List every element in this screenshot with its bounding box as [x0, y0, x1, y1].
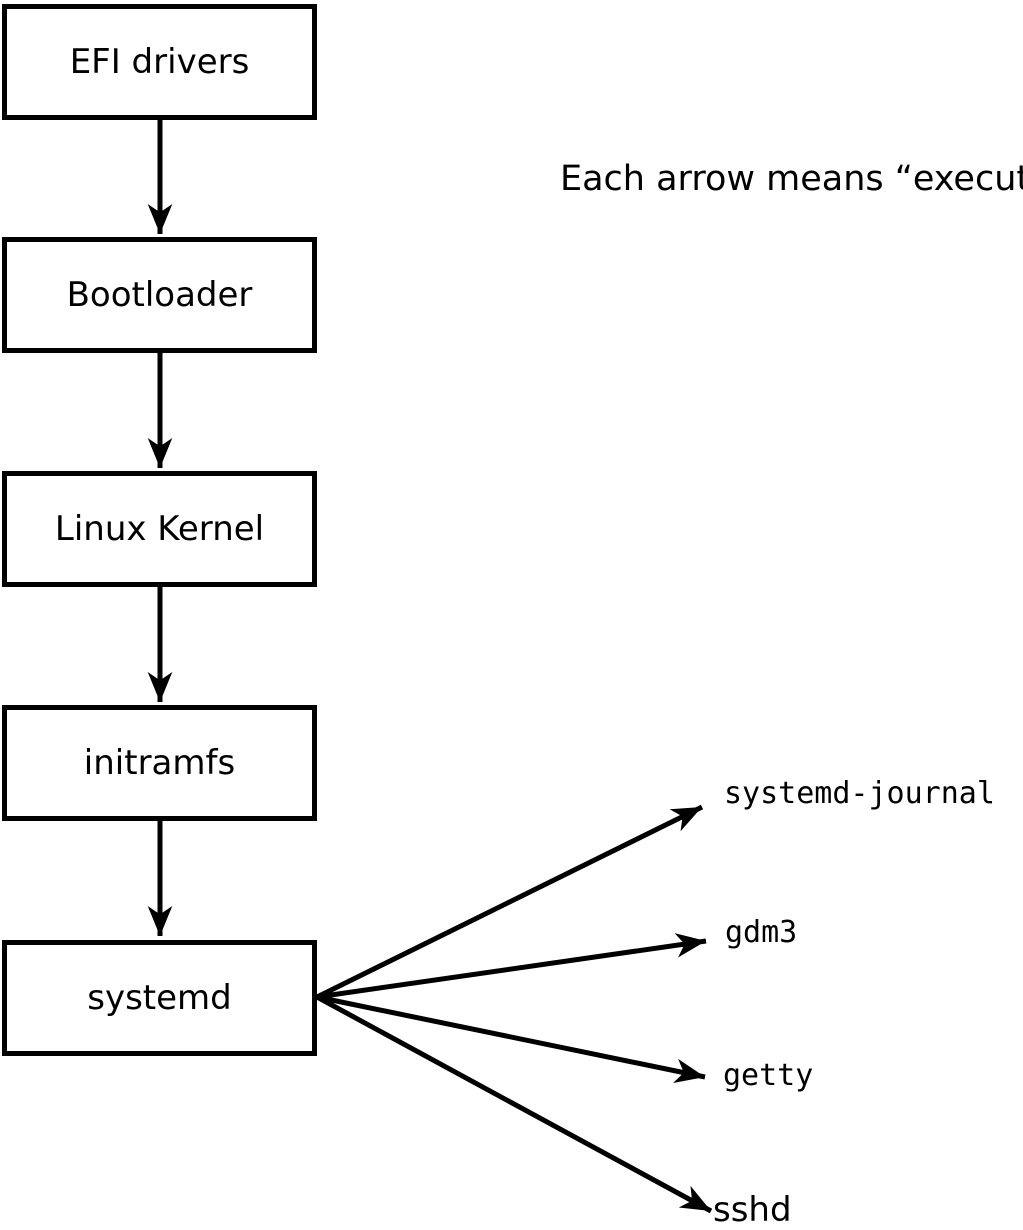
- box-bootloader-label: Bootloader: [66, 275, 253, 315]
- box-linux-kernel-label: Linux Kernel: [54, 509, 265, 549]
- process-label-sshd: sshd: [713, 1190, 792, 1230]
- box-efi-drivers: EFI drivers: [2, 4, 317, 120]
- arrow-systemd-to-getty: [316, 994, 706, 1083]
- box-initramfs-label: initramfs: [83, 743, 236, 783]
- box-bootloader: Bootloader: [2, 237, 317, 353]
- box-linux-kernel: Linux Kernel: [2, 471, 317, 587]
- arrow-systemd-to-gdm3: [316, 933, 707, 1000]
- process-label-gdm3: gdm3: [725, 915, 798, 950]
- box-systemd: systemd: [2, 940, 317, 1056]
- box-initramfs: initramfs: [2, 705, 317, 821]
- arrow-meaning-annotation: Each arrow means “executes”.: [560, 159, 1023, 199]
- box-efi-drivers-label: EFI drivers: [69, 42, 250, 82]
- arrow-systemd-to-sshd: [315, 994, 713, 1214]
- process-label-systemd-journal: systemd-journal: [724, 776, 995, 811]
- box-systemd-label: systemd: [87, 978, 232, 1018]
- arrow-systemd-to-journal: [315, 804, 704, 1000]
- process-label-getty: getty: [723, 1058, 814, 1093]
